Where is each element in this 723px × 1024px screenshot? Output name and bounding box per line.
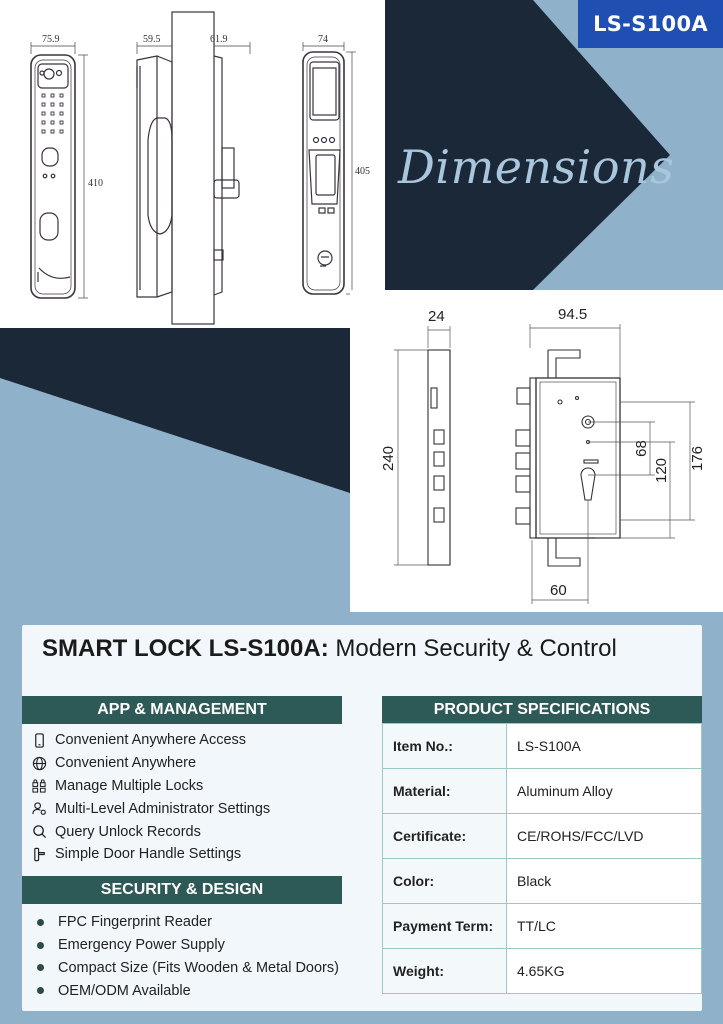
navy-diagonal-shape <box>0 328 350 493</box>
lock-drawings-panel: 75.9 410 59.5 61.9 74 405 <box>0 0 385 330</box>
side-width-b-label: 61.9 <box>210 34 228 45</box>
bullet-icon <box>37 918 44 926</box>
search-icon <box>33 825 47 839</box>
lock-back-view <box>302 51 345 295</box>
list-item: Simple Door Handle Settings <box>32 843 352 866</box>
back-height-label: 405 <box>355 166 370 177</box>
lock-front-view <box>30 54 76 299</box>
app-feature-list: Convenient Anywhere Access Convenient An… <box>32 729 352 866</box>
mortise-thickness-label: 24 <box>428 308 445 325</box>
phone-icon <box>35 733 44 748</box>
list-item: Compact Size (Fits Wooden & Metal Doors) <box>32 957 352 980</box>
multiple-locks-icon <box>32 779 46 794</box>
list-item: Convenient Anywhere Access <box>32 729 352 752</box>
list-item: OEM/ODM Available <box>32 979 352 1002</box>
spec-table: Item No.:LS-S100A Material:Aluminum Allo… <box>382 723 702 994</box>
mortise-spacing-a-label: 68 <box>632 440 650 457</box>
door-handle-icon <box>34 847 45 862</box>
bullet-icon <box>37 964 44 972</box>
table-row: Weight:4.65KG <box>382 948 702 994</box>
dimensions-heading: Dimensions <box>398 140 675 194</box>
table-row: Color:Black <box>382 858 702 904</box>
security-design-heading: SECURITY & DESIGN <box>22 876 342 904</box>
product-info-card: SMART LOCK LS-S100A: Modern Security & C… <box>22 625 702 1011</box>
security-feature-list: FPC Fingerprint Reader Emergency Power S… <box>32 911 352 1002</box>
mortise-backset-label: 60 <box>550 582 567 599</box>
table-row: Item No.:LS-S100A <box>382 723 702 769</box>
list-item: FPC Fingerprint Reader <box>32 911 352 934</box>
lock-side-view <box>136 11 240 325</box>
navy-banner-shape <box>385 0 670 290</box>
admin-settings-icon <box>32 802 46 816</box>
list-item: Query Unlock Records <box>32 820 352 843</box>
bullet-icon <box>37 987 44 995</box>
list-item: Emergency Power Supply <box>32 934 352 957</box>
back-width-label: 74 <box>318 34 328 45</box>
mortise-length-label: 240 <box>380 445 398 472</box>
mortise-spacing-b-label: 120 <box>653 457 671 484</box>
bullet-icon <box>37 941 44 949</box>
lock-drawings <box>30 11 356 325</box>
product-specifications-heading: PRODUCT SPECIFICATIONS <box>382 696 702 724</box>
table-row: Payment Term:TT/LC <box>382 903 702 949</box>
mortise-drawing <box>394 324 695 604</box>
mortise-body-width-label: 94.5 <box>558 306 588 323</box>
front-height-label: 410 <box>88 178 103 189</box>
model-badge: LS-S100A <box>578 0 723 48</box>
globe-icon <box>32 756 47 770</box>
app-management-heading: APP & MANAGEMENT <box>22 696 342 724</box>
mortise-drawing-panel: 24 240 94.5 68 120 176 60 <box>350 290 723 612</box>
card-title-bold: SMART LOCK LS-S100A: <box>42 635 329 662</box>
table-row: Material:Aluminum Alloy <box>382 768 702 814</box>
list-item: Multi-Level Administrator Settings <box>32 797 352 820</box>
list-item: Manage Multiple Locks <box>32 775 352 798</box>
card-title: SMART LOCK LS-S100A: Modern Security & C… <box>42 635 702 663</box>
list-item: Convenient Anywhere <box>32 752 352 775</box>
front-width-label: 75.9 <box>42 34 60 45</box>
card-title-rest: Modern Security & Control <box>328 635 617 662</box>
side-width-a-label: 59.5 <box>143 34 161 45</box>
table-row: Certificate:CE/ROHS/FCC/LVD <box>382 813 702 859</box>
mortise-spacing-c-label: 176 <box>689 445 707 472</box>
